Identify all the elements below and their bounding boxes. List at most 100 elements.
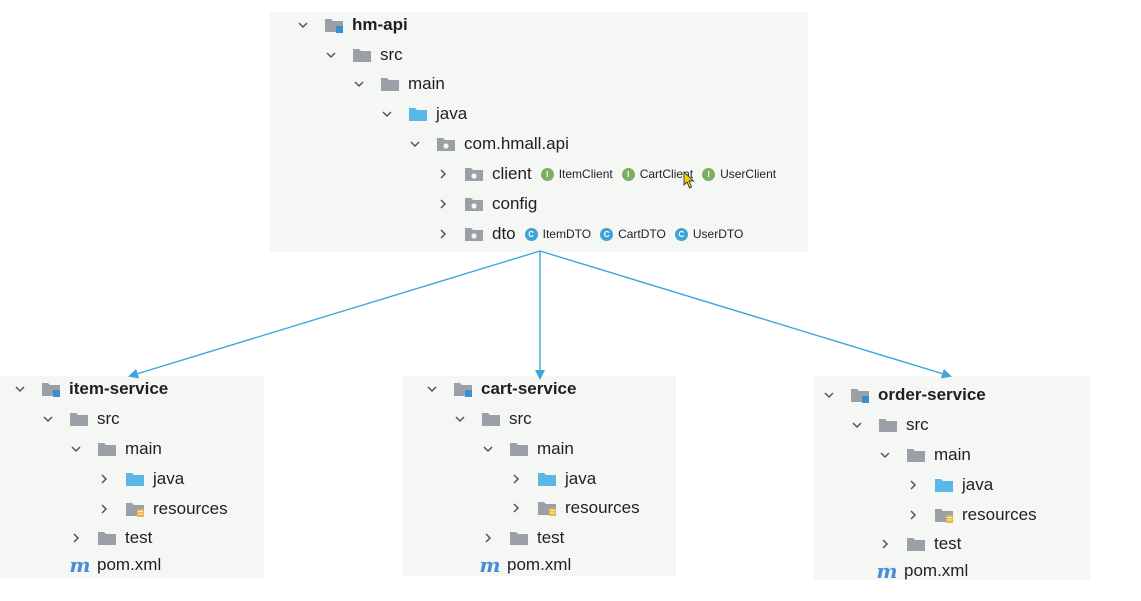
arrow-to-order-service xyxy=(539,250,952,379)
tree-row-test[interactable]: test xyxy=(481,525,564,551)
tree-row-pom[interactable]: m pom.xml xyxy=(876,558,968,584)
order-service-panel xyxy=(814,376,1090,580)
folder-label-resources: resources xyxy=(962,505,1037,524)
chevron-right-icon[interactable] xyxy=(906,508,920,522)
tree-row-src[interactable]: src xyxy=(324,42,403,68)
tree-row-main[interactable]: main xyxy=(69,436,162,462)
tree-row-java[interactable]: java xyxy=(906,472,993,498)
package-label-client: client xyxy=(492,164,532,183)
tree-row-package[interactable]: com.hmall.api xyxy=(408,131,569,157)
chevron-right-icon[interactable] xyxy=(906,478,920,492)
tree-row-item-service[interactable]: item-service xyxy=(13,376,168,402)
chevron-right-icon[interactable] xyxy=(97,502,111,516)
chevron-down-icon[interactable] xyxy=(453,412,467,426)
tree-row-java[interactable]: java xyxy=(380,101,467,127)
chevron-right-icon[interactable] xyxy=(481,531,495,545)
package-folder-icon xyxy=(464,196,484,212)
folder-icon xyxy=(509,530,529,546)
tree-row-hm-api[interactable]: hm-api xyxy=(296,12,408,38)
folder-label-resources: resources xyxy=(565,498,640,517)
module-folder-icon xyxy=(324,17,344,33)
folder-label-java: java xyxy=(962,475,994,494)
package-folder-icon xyxy=(464,166,484,182)
tree-row-src[interactable]: src xyxy=(41,406,120,432)
chevron-down-icon[interactable] xyxy=(380,107,394,121)
chevron-right-icon[interactable] xyxy=(97,472,111,486)
source-folder-icon xyxy=(408,106,428,122)
tree-row-pom[interactable]: m pom.xml xyxy=(479,552,571,578)
folder-label-main: main xyxy=(125,439,162,458)
tree-row-test[interactable]: test xyxy=(69,525,152,551)
chevron-right-icon[interactable] xyxy=(878,537,892,551)
class-name: CartClient xyxy=(639,167,694,181)
folder-label-src: src xyxy=(97,409,120,428)
folder-label-main: main xyxy=(408,74,445,93)
chevron-right-icon[interactable] xyxy=(509,472,523,486)
file-label-pom: pom.xml xyxy=(97,555,162,574)
module-name: cart-service xyxy=(481,379,577,398)
chevron-down-icon[interactable] xyxy=(878,448,892,462)
chevron-right-icon[interactable] xyxy=(509,501,523,515)
folder-label-main: main xyxy=(934,445,971,464)
maven-icon: m xyxy=(69,553,91,577)
tree-row-pom[interactable]: m pom.xml xyxy=(69,552,161,578)
chevron-right-icon[interactable] xyxy=(436,197,450,211)
chevron-down-icon[interactable] xyxy=(324,48,338,62)
tree-row-resources[interactable]: resources xyxy=(97,496,228,522)
chevron-down-icon[interactable] xyxy=(481,442,495,456)
mouse-cursor-icon xyxy=(683,171,695,189)
tree-row-java[interactable]: java xyxy=(509,466,596,492)
module-folder-icon xyxy=(453,381,473,397)
module-name: item-service xyxy=(69,379,169,398)
chevron-down-icon[interactable] xyxy=(69,442,83,456)
tree-row-java[interactable]: java xyxy=(97,466,184,492)
module-name-hm-api: hm-api xyxy=(352,15,408,34)
chevron-right-icon[interactable] xyxy=(69,531,83,545)
folder-icon xyxy=(97,530,117,546)
tree-row-main[interactable]: main xyxy=(352,71,445,97)
class-icon: C xyxy=(524,227,538,241)
chevron-down-icon[interactable] xyxy=(850,418,864,432)
chevron-down-icon[interactable] xyxy=(352,77,366,91)
chevron-down-icon[interactable] xyxy=(296,18,310,32)
arrow-to-item-service xyxy=(128,250,541,379)
package-folder-icon xyxy=(436,136,456,152)
tree-row-main[interactable]: main xyxy=(878,442,971,468)
tree-row-order-service[interactable]: order-service xyxy=(822,382,986,408)
folder-icon xyxy=(380,76,400,92)
chevron-down-icon[interactable] xyxy=(41,412,55,426)
tree-row-config[interactable]: config xyxy=(436,191,537,217)
module-folder-icon xyxy=(41,381,61,397)
tree-row-test[interactable]: test xyxy=(878,531,961,557)
tree-row-cart-service[interactable]: cart-service xyxy=(425,376,576,402)
class-name: UserDTO xyxy=(692,227,744,241)
chevron-down-icon[interactable] xyxy=(425,382,439,396)
tree-row-main[interactable]: main xyxy=(481,436,574,462)
resources-folder-icon xyxy=(537,500,557,516)
tree-row-resources[interactable]: resources xyxy=(509,495,640,521)
class-name: CartDTO xyxy=(618,227,666,241)
tree-row-resources[interactable]: resources xyxy=(906,502,1037,528)
folder-label-java: java xyxy=(153,469,185,488)
chevron-right-icon[interactable] xyxy=(436,167,450,181)
folder-icon xyxy=(481,411,501,427)
tree-row-src[interactable]: src xyxy=(850,412,929,438)
source-folder-icon xyxy=(934,477,954,493)
class-name: ItemClient xyxy=(558,167,613,181)
folder-label-resources: resources xyxy=(153,499,228,518)
tree-row-src[interactable]: src xyxy=(453,406,532,432)
source-folder-icon xyxy=(537,471,557,487)
chevron-down-icon[interactable] xyxy=(13,382,27,396)
chevron-down-icon[interactable] xyxy=(408,137,422,151)
chevron-down-icon[interactable] xyxy=(822,388,836,402)
chevron-right-icon[interactable] xyxy=(436,227,450,241)
